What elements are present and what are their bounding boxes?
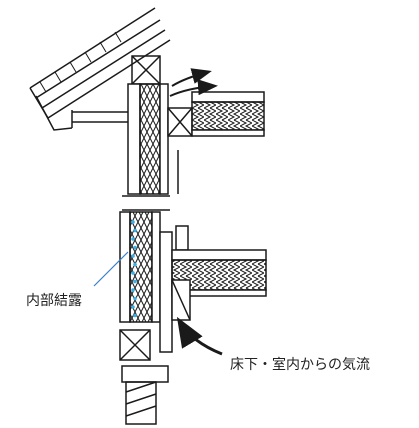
airflow-label: 床下・室内からの気流 [230, 357, 370, 373]
condensation-dot [131, 271, 135, 275]
condensation-dot [131, 220, 135, 224]
sill-plate [119, 329, 169, 425]
upper-wall [127, 83, 179, 195]
roof [29, 7, 171, 131]
condensation-dot [131, 305, 135, 309]
condensation-dot [131, 254, 135, 258]
internal-condensation-label: 内部結露 [26, 293, 82, 309]
condensation-dot [133, 228, 137, 233]
section-break [122, 195, 170, 211]
condensation-dot [133, 296, 137, 301]
condensation-dot [133, 279, 137, 284]
lower-airflow-arrow [176, 316, 223, 356]
condensation-dot [133, 262, 137, 267]
upper-airflow-arrow [169, 68, 218, 97]
upper-floor [167, 91, 265, 137]
condensation-dot [131, 288, 135, 292]
eave-soffit [72, 111, 128, 123]
condensation-dot [133, 313, 137, 318]
condensation-dot [133, 245, 137, 250]
condensation-dot [131, 237, 135, 241]
lower-wall [119, 211, 173, 353]
condensation-dots [131, 220, 137, 318]
lower-floor [171, 225, 267, 321]
top-plate [131, 55, 161, 85]
condensation-leader-line [93, 251, 129, 287]
